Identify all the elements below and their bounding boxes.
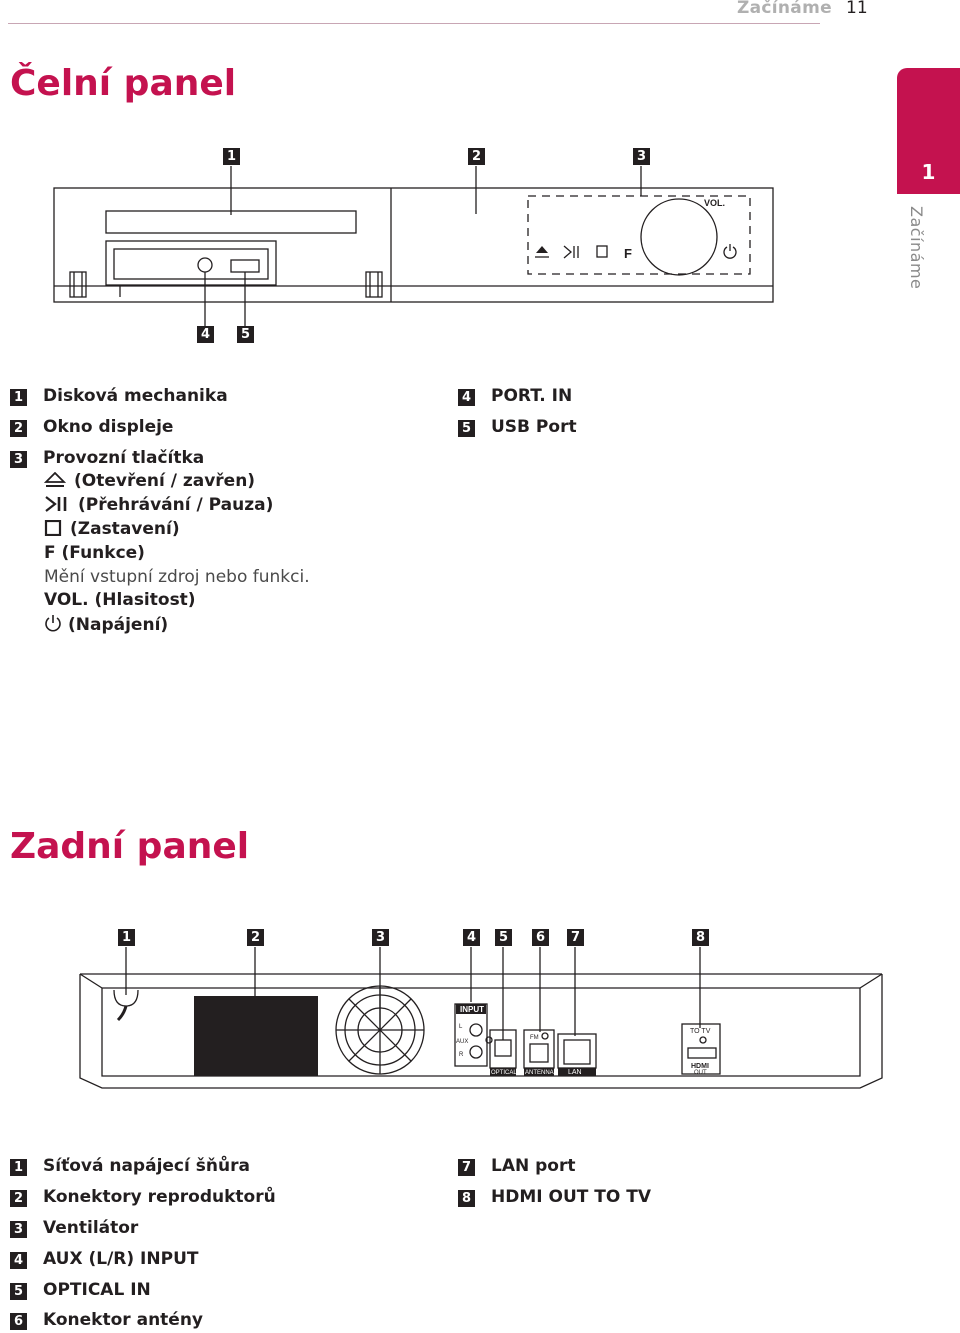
rear-item-1-label: Síťová napájecí šňůra [43, 1156, 250, 1176]
front-item-1-number: 1 [10, 389, 27, 406]
optical-label: OPTICAL IN [491, 1070, 524, 1076]
button-play-pause-text: (Přehrávání / Pauza) [78, 495, 274, 515]
running-header-section: Začínáme [737, 0, 832, 18]
front-callout-4: 4 [197, 326, 214, 343]
rear-item-6-number: 6 [10, 1313, 27, 1330]
front-callout-3: 3 [633, 148, 650, 165]
button-function-description: Mění vstupní zdroj nebo funkci. [44, 567, 310, 587]
button-stop: (Zastavení) [44, 519, 180, 539]
rear-item-4-label: AUX (L/R) INPUT [43, 1249, 199, 1269]
rear-panel-title: Zadní panel [10, 826, 250, 867]
front-callout-5: 5 [237, 326, 254, 343]
rear-item-8-number: 8 [458, 1190, 475, 1207]
rear-callout-6: 6 [532, 929, 549, 946]
header-rule [8, 23, 820, 24]
rear-item-6-label: Konektor antény [43, 1310, 204, 1330]
rear-item-2-number: 2 [10, 1190, 27, 1207]
chapter-tab: 1 [897, 68, 960, 194]
rear-item-2-label: Konektory reproduktorů [43, 1187, 276, 1207]
device-vol-label: VOL. [704, 198, 725, 208]
rear-callout-4: 4 [463, 929, 480, 946]
front-panel-diagram: F VOL. [53, 166, 774, 326]
front-panel-title: Čelní panel [10, 63, 237, 104]
aux-l-label: L [459, 1024, 463, 1030]
lan-label: LAN [568, 1069, 582, 1076]
front-item-3-label: Provozní tlačítka [43, 448, 205, 468]
front-item-3-number: 3 [10, 451, 27, 468]
chapter-tab-number: 1 [921, 160, 936, 184]
eject-icon [44, 472, 66, 487]
front-callout-2: 2 [468, 148, 485, 165]
rear-callout-2: 2 [247, 929, 264, 946]
rear-item-4-number: 4 [10, 1252, 27, 1269]
button-stop-text: (Zastavení) [70, 519, 180, 539]
rear-callout-3: 3 [372, 929, 389, 946]
front-item-5-number: 5 [458, 420, 475, 437]
button-volume: VOL. (Hlasitost) [44, 590, 196, 610]
to-tv-label: TO TV [690, 1028, 711, 1035]
aux-r-label: R [459, 1052, 464, 1058]
antenna-label: ANTENNA [525, 1070, 554, 1076]
front-item-4-number: 4 [458, 389, 475, 406]
rear-item-5-label: OPTICAL IN [43, 1280, 151, 1300]
stop-icon [44, 520, 62, 536]
button-function: F (Funkce) [44, 543, 145, 563]
front-item-5-label: USB Port [491, 417, 577, 437]
rear-callout-5: 5 [495, 929, 512, 946]
front-item-2-number: 2 [10, 420, 27, 437]
rear-item-3-label: Ventilátor [43, 1218, 139, 1238]
button-power: (Napájení) [44, 614, 168, 635]
rear-item-7-number: 7 [458, 1159, 475, 1176]
aux-label: AUX [456, 1039, 468, 1045]
chapter-tab-label: Začínáme [907, 206, 926, 290]
hdmi-out-label: OUT [694, 1070, 707, 1076]
hdmi-label: HDMI [691, 1063, 709, 1070]
page-number: 11 [846, 0, 868, 18]
front-item-4-label: PORT. IN [491, 386, 573, 406]
input-label: INPUT [460, 1005, 484, 1014]
front-item-1-label: Disková mechanika [43, 386, 228, 406]
rear-item-1-number: 1 [10, 1159, 27, 1176]
device-f-label: F [624, 246, 632, 261]
rear-item-7-label: LAN port [491, 1156, 576, 1176]
button-eject-text: (Otevření / zavřen) [74, 471, 256, 491]
play-pause-icon [45, 496, 67, 512]
rear-callout-7: 7 [567, 929, 584, 946]
fm-label: FM [530, 1035, 539, 1041]
front-callout-1: 1 [223, 148, 240, 165]
rear-item-5-number: 5 [10, 1283, 27, 1300]
rear-panel-diagram: INPUT L AUX R OPTICAL IN FM ANTENNA LAN … [79, 947, 883, 1089]
button-play-pause: (Přehrávání / Pauza) [44, 495, 273, 515]
power-icon [45, 615, 61, 632]
rear-callout-1: 1 [118, 929, 135, 946]
rear-item-8-label: HDMI OUT TO TV [491, 1187, 651, 1207]
button-eject: (Otevření / zavřen) [44, 471, 255, 491]
rear-item-3-number: 3 [10, 1221, 27, 1238]
front-item-2-label: Okno displeje [43, 417, 174, 437]
rear-callout-8: 8 [692, 929, 709, 946]
button-power-text: (Napájení) [68, 615, 169, 635]
